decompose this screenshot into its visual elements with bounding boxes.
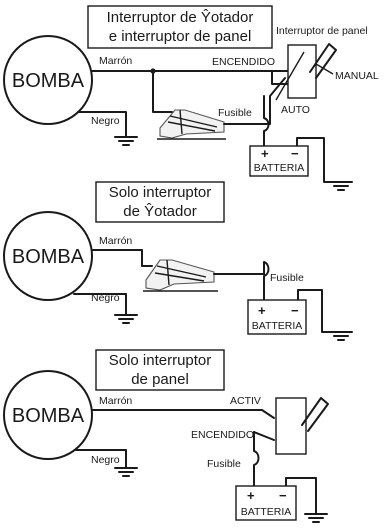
diagram3-brown-wire [91, 409, 275, 419]
diagram-panel-switch-only: Solo interruptor de panel BOMBA Marrón A… [3, 349, 329, 523]
diagram-float-and-panel-switch: Interruptor de Ŷotador e interruptor de … [3, 5, 379, 191]
diagram1-panel-switch-blade [275, 51, 305, 101]
diagram3-battery-minus: − [279, 488, 287, 503]
diagram1-fuse-label: Fusible [218, 107, 252, 119]
diagram1-battery-label: BATTERIA [254, 162, 305, 174]
diagram3-pump [3, 370, 93, 460]
diagram2-black-wire [73, 293, 127, 316]
diagram1-brown-label: Marrón [99, 55, 132, 67]
diagram2-title-line1: Solo interruptor [109, 184, 212, 201]
diagram2-battery-minus: − [291, 303, 299, 318]
diagram2-fuse-label: Fusible [270, 272, 304, 284]
diagram1-on-label: ENCENDIDO [212, 56, 275, 68]
diagram3-battery-plus: + [247, 488, 255, 503]
diagram2-battery-negative-lead [297, 289, 341, 333]
diagram2-title-line2: de Ŷotador [123, 203, 196, 220]
diagram1-title-line1: Interruptor de Ŷotador [107, 9, 254, 26]
diagram2-ground2-icon [329, 331, 353, 341]
diagram3-activ-label: ACTIV [230, 395, 261, 407]
diagram3-ground2-icon [304, 513, 328, 523]
diagram1-pump-label: BOMBA [12, 70, 85, 92]
diagram1-panel-switch-label: Interruptor de panel [276, 25, 368, 37]
diagram1-panel-switch-lever [309, 43, 337, 79]
diagram3-title-line1: Solo interruptor [109, 352, 212, 369]
diagram1-manual-label: MANUAL [335, 70, 379, 82]
diagram1-fuse-wire [263, 95, 270, 147]
diagram2-black-label: Negro [91, 292, 120, 304]
diagram3-on-label: ENCENDIDO [191, 429, 254, 441]
diagram2-float-to-fuse-wire [213, 261, 270, 301]
diagram3-battery-label: BATTERIA [241, 506, 292, 518]
diagram2-title-box [95, 181, 225, 223]
diagram2-pump [3, 211, 93, 301]
diagram1-ground2-icon [329, 181, 353, 191]
diagram1-auto-label: AUTO [281, 104, 310, 116]
diagram2-float-switch-icon [143, 259, 218, 292]
diagram1-float-link [223, 77, 286, 125]
diagram1-battery-minus: − [291, 146, 299, 161]
diagram1-title-box [87, 5, 273, 49]
diagram1-battery [249, 145, 309, 177]
diagram2-brown-label: Marrón [99, 235, 132, 247]
diagram1-manual-lead [315, 63, 334, 75]
diagram1-pump [3, 35, 93, 125]
diagram1-on-link [271, 70, 289, 85]
diagram1-float-switch-icon [157, 109, 226, 140]
diagram2-pump-label: BOMBA [12, 246, 85, 268]
diagram3-pump-label: BOMBA [12, 405, 85, 427]
diagram3-fuse-label: Fusible [207, 458, 241, 470]
diagram3-fuse-wire [253, 431, 260, 487]
diagram3-on-lead [253, 431, 275, 441]
diagram-float-switch-only: Solo interruptor de Ŷotador BOMBA Marrón… [3, 181, 353, 341]
diagram3-panel-switch-body [275, 397, 307, 455]
diagram1-black-label: Negro [91, 115, 120, 127]
diagram1-wire-junction [150, 68, 156, 74]
diagram2-battery [247, 299, 307, 335]
diagram2-battery-plus: + [258, 303, 266, 318]
diagram2-ground-icon [114, 314, 138, 324]
diagram1-brown-branch [152, 70, 173, 113]
diagram3-battery-negative-lead [285, 477, 317, 515]
diagram3-title-box [95, 349, 225, 391]
diagram3-panel-switch-lever [301, 397, 329, 432]
diagram3-black-wire [75, 449, 127, 469]
diagram3-ground-icon [114, 467, 138, 477]
diagram1-ground-icon [114, 136, 138, 146]
diagram3-battery [235, 485, 297, 521]
diagram1-battery-plus: + [261, 146, 269, 161]
diagram1-title-line2: e interruptor de panel [109, 28, 252, 45]
diagram3-title-line2: de panel [131, 371, 189, 388]
diagram1-black-wire [77, 111, 127, 138]
diagram3-brown-label: Marrón [99, 395, 132, 407]
diagram2-brown-wire [91, 249, 153, 267]
diagram3-black-label: Negro [91, 454, 120, 466]
diagram2-battery-label: BATTERIA [252, 320, 303, 332]
